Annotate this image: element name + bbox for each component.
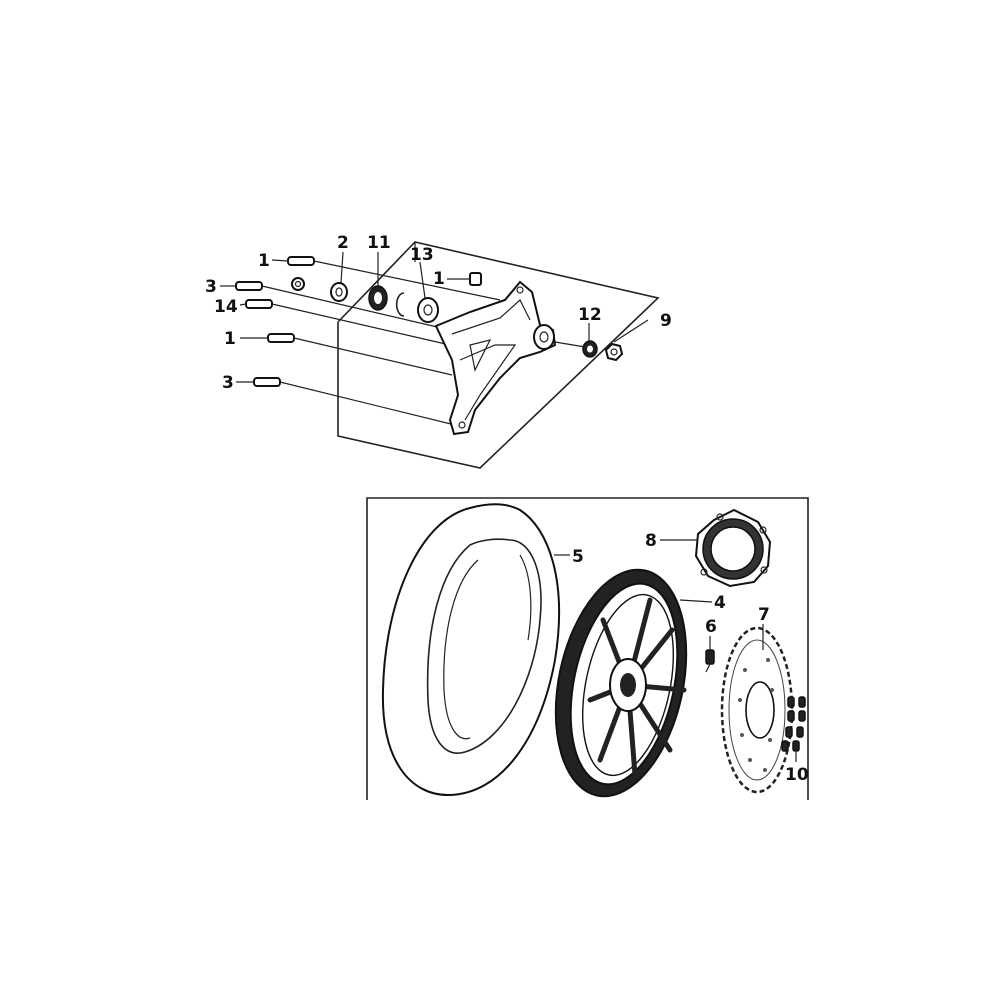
valve-icon <box>705 649 715 673</box>
bearing-icon <box>368 285 388 311</box>
callout-1-top: 1 <box>258 251 270 271</box>
bolt-icon <box>267 333 453 376</box>
callout-13: 13 <box>410 245 434 265</box>
callout-2: 2 <box>337 233 349 253</box>
callout-5: 5 <box>572 547 584 567</box>
washer-icon <box>417 297 439 323</box>
bolt-icon <box>287 256 501 301</box>
bolt-icon <box>245 299 451 346</box>
callout-8: 8 <box>645 531 657 551</box>
callout-3-top: 3 <box>205 277 217 297</box>
callout-1-mid: 1 <box>433 269 445 289</box>
callout-9: 9 <box>660 311 672 331</box>
hub-flange-icon <box>434 280 557 436</box>
bolt-icon <box>235 281 451 331</box>
callout-10: 10 <box>785 765 809 785</box>
nut-icon <box>469 272 482 286</box>
rim-icon <box>554 568 688 798</box>
callout-1-low: 1 <box>224 329 236 349</box>
nut-icon <box>604 342 624 362</box>
nut-icon <box>291 277 305 291</box>
bolt-icon <box>253 377 456 426</box>
callout-4: 4 <box>714 593 726 613</box>
hub-assembly-frame <box>337 241 660 469</box>
circlip-icon <box>395 292 405 317</box>
callout-11: 11 <box>367 233 391 253</box>
callout-14: 14 <box>214 297 238 317</box>
wheel-assembly-frame <box>366 497 809 800</box>
bolt-icon <box>781 696 806 752</box>
callout-7: 7 <box>758 605 770 625</box>
callout-3-low: 3 <box>222 373 234 393</box>
callout-6: 6 <box>705 617 717 637</box>
hub-flange-icon <box>694 508 772 588</box>
brake-disc-icon <box>720 626 794 794</box>
tire-icon <box>381 503 561 797</box>
bearing-icon <box>582 340 598 358</box>
callout-12: 12 <box>578 305 602 325</box>
nut-icon <box>330 282 348 302</box>
